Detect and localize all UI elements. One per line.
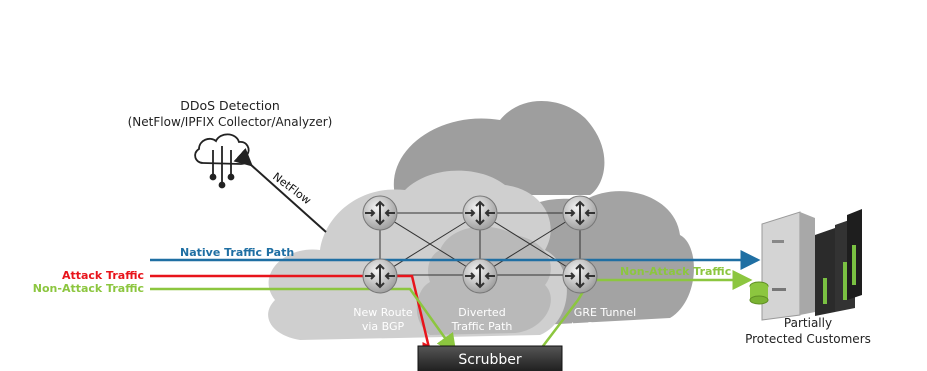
router-icon xyxy=(462,195,498,231)
cloud-analytics-icon xyxy=(194,133,250,189)
router-icon xyxy=(562,258,598,294)
customers-label: Partially xyxy=(784,316,832,330)
router-icon xyxy=(362,258,398,294)
netflow-arrow xyxy=(233,147,327,233)
non-attack-traffic-line-left xyxy=(150,287,457,355)
router-icon xyxy=(562,195,598,231)
non-attack-traffic-label-left: Non-Attack Traffic xyxy=(33,282,144,295)
router-icon xyxy=(362,195,398,231)
router-icon xyxy=(462,258,498,294)
gre-tunnel-label-2: to Customer xyxy=(571,320,639,333)
database-icon xyxy=(749,281,769,305)
non-attack-traffic-label-right: Non-Attack Traffic xyxy=(620,265,731,278)
detection-subtitle: (NetFlow/IPFIX Collector/Analyzer) xyxy=(128,115,333,129)
diverted-label-2: Traffic Path xyxy=(451,320,513,333)
new-route-label-2: via BGP xyxy=(362,320,405,333)
attack-traffic-label: Attack Traffic xyxy=(62,269,144,282)
gre-tunnel-label: GRE Tunnel xyxy=(574,306,636,319)
server-stack xyxy=(761,209,862,321)
new-route-label: New Route xyxy=(353,306,413,319)
detection-title: DDoS Detection xyxy=(180,98,280,113)
customers-label-2: Protected Customers xyxy=(745,332,871,346)
native-traffic-label: Native Traffic Path xyxy=(180,246,294,259)
scrubber-box xyxy=(417,345,563,371)
diverted-label: Diverted xyxy=(458,306,505,319)
router-nodes xyxy=(362,195,598,294)
scrubber-label: Scrubber xyxy=(458,352,522,368)
